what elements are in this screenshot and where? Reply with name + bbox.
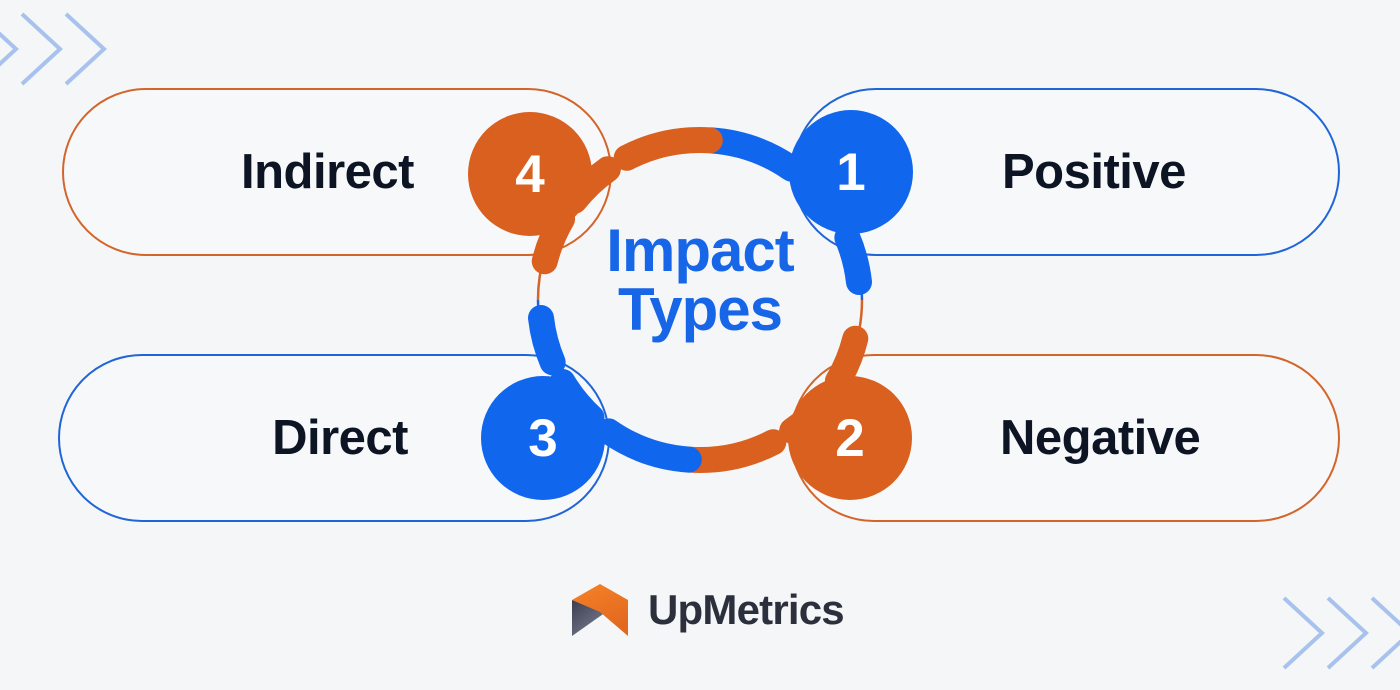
step-badge-4-number: 4: [515, 144, 545, 204]
step-badge-2-number: 2: [835, 408, 865, 468]
impact-type-label-negative: Negative: [1000, 411, 1201, 465]
step-badge-4[interactable]: 4: [468, 112, 592, 236]
impact-type-label-positive: Positive: [1002, 145, 1186, 199]
chevrons-right-icon: [0, 4, 116, 99]
step-badge-3-number: 3: [528, 408, 558, 468]
upmetrics-chevron-mark-icon: [566, 576, 634, 644]
impact-type-label-direct: Direct: [272, 411, 408, 465]
step-badge-1[interactable]: 1: [789, 110, 913, 234]
step-badge-3[interactable]: 3: [481, 376, 605, 500]
impact-type-card-positive[interactable]: Positive: [792, 88, 1340, 256]
upmetrics-logo-text: UpMetrics: [648, 586, 845, 633]
upmetrics-logo[interactable]: UpMetrics: [566, 576, 845, 644]
center-title-line-2: Types: [618, 275, 783, 343]
chevrons-right-icon: [1282, 588, 1400, 683]
impact-type-card-negative[interactable]: Negative: [790, 354, 1340, 522]
step-badge-1-number: 1: [836, 142, 866, 202]
step-badge-2[interactable]: 2: [788, 376, 912, 500]
impact-type-label-indirect: Indirect: [241, 145, 414, 199]
